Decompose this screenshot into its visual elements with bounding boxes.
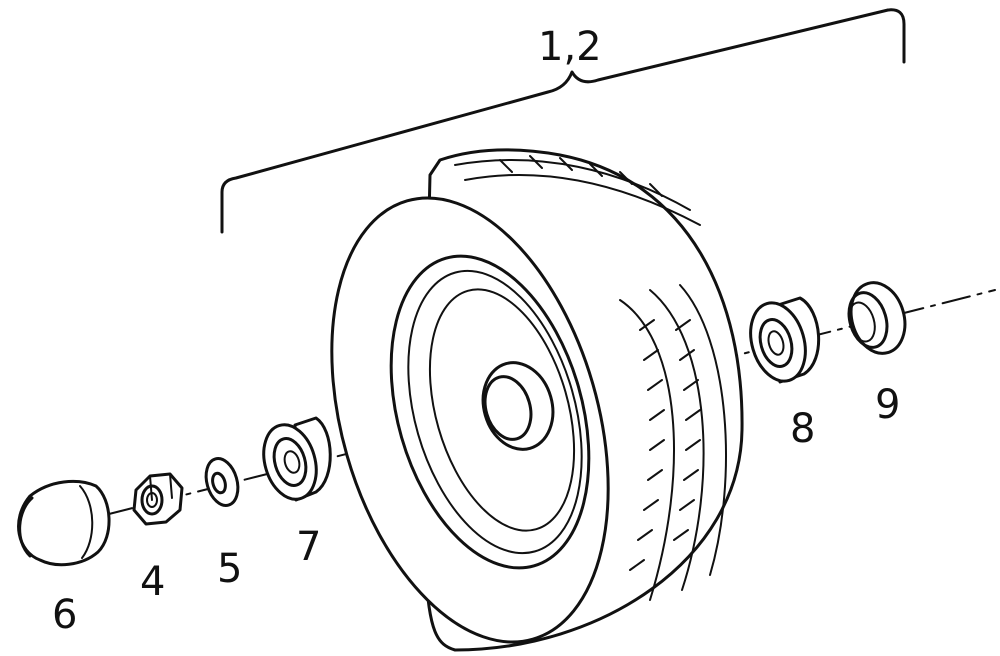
callout-cap: 6 (52, 592, 77, 638)
hub-cap (17, 479, 111, 567)
bearing-inner (749, 296, 821, 384)
seal (847, 281, 907, 355)
callout-washer: 5 (217, 546, 242, 592)
callout-seal: 9 (875, 382, 900, 428)
callout-bearing-inner: 8 (790, 406, 815, 452)
hub (481, 361, 555, 451)
callout-wheel: 1,2 (538, 24, 602, 70)
bearing-outer (262, 416, 332, 502)
wheel-bracket (220, 8, 906, 234)
tire-wheel-assembly (330, 148, 744, 652)
nut (132, 472, 184, 526)
callout-nut: 4 (140, 559, 165, 605)
washer (204, 457, 240, 507)
callout-bearing-outer: 7 (296, 524, 321, 570)
tread-pattern (454, 155, 727, 601)
